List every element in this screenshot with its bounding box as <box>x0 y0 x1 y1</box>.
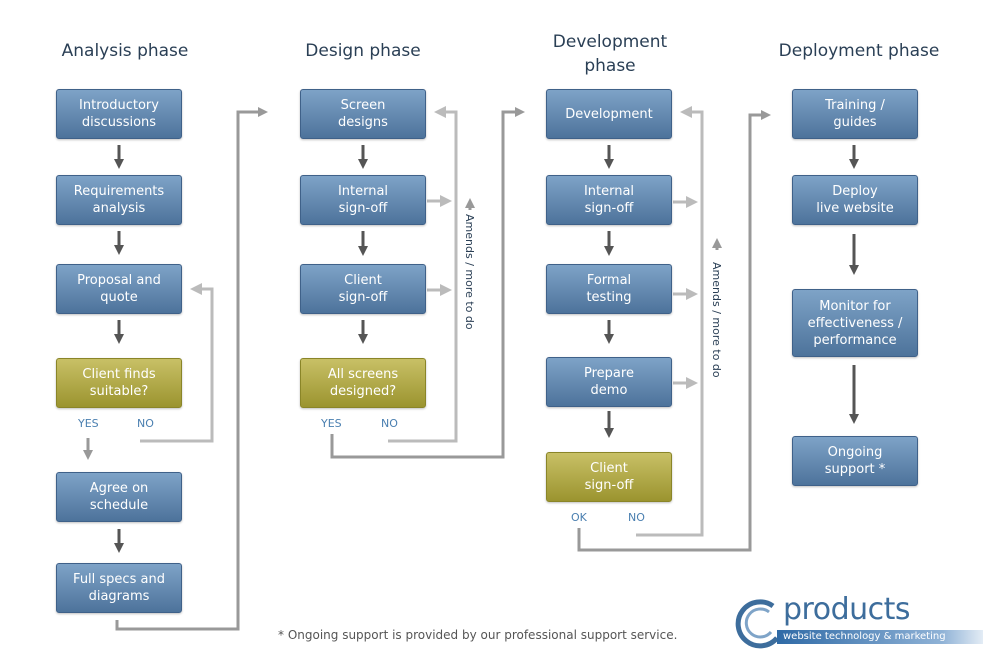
box-dev-internal-sign-off: Internal sign-off <box>546 175 672 225</box>
connector-development-to-deployment <box>577 110 771 552</box>
phase-title-deployment: Deployment phase <box>778 41 940 61</box>
box-ongoing-support: Ongoing support * <box>792 436 918 486</box>
box-full-specs-and-diagrams: Full specs and diagrams <box>56 563 182 613</box>
box-all-screens-designed: All screens designed? <box>300 358 426 408</box>
box-dev-client-sign-off: Client sign-off <box>546 452 672 502</box>
label-dev-ok: OK <box>571 511 587 524</box>
phase-title-development: Development phase <box>552 32 668 76</box>
box-introductory-discussions: Introductory discussions <box>56 89 182 139</box>
logo-swirl-icon <box>735 599 779 649</box>
box-training-guides: Training / guides <box>792 89 918 139</box>
box-proposal-and-quote: Proposal and quote <box>56 264 182 314</box>
connector-design-to-development <box>330 107 525 459</box>
box-client-finds-suitable: Client finds suitable? <box>56 358 182 408</box>
logo-wordmark: products <box>783 592 911 627</box>
phase-title-design: Design phase <box>305 41 421 61</box>
logo-tagline: website technology & marketing <box>783 631 946 642</box>
loop-no-to-proposal <box>140 283 214 443</box>
box-design-client-sign-off: Client sign-off <box>300 264 426 314</box>
design-amends-loop <box>388 106 458 443</box>
box-deploy-live-website: Deploy live website <box>792 175 918 225</box>
label-design-no: NO <box>381 417 398 430</box>
label-design-amends: Amends / more to do <box>463 214 476 330</box>
box-agree-on-schedule: Agree on schedule <box>56 472 182 522</box>
label-design-yes: YES <box>321 417 342 430</box>
footnote: * Ongoing support is provided by our pro… <box>278 628 678 642</box>
label-analysis-yes: YES <box>78 417 99 430</box>
box-design-internal-sign-off: Internal sign-off <box>300 175 426 225</box>
logo-tagline-bar <box>777 630 983 644</box>
box-screen-designs: Screen designs <box>300 89 426 139</box>
development-amends-loop <box>636 106 704 537</box>
box-prepare-demo: Prepare demo <box>546 357 672 407</box>
label-analysis-no: NO <box>137 417 154 430</box>
connector-analysis-to-design <box>115 107 268 631</box>
box-monitor-effectiveness: Monitor for effectiveness / performance <box>792 289 918 357</box>
label-development-amends: Amends / more to do <box>710 262 723 378</box>
label-dev-no: NO <box>628 511 645 524</box>
box-development: Development <box>546 89 672 139</box>
box-requirements-analysis: Requirements analysis <box>56 175 182 225</box>
company-logo: products website technology & marketing <box>733 592 983 650</box>
phase-title-analysis: Analysis phase <box>61 41 189 61</box>
box-formal-testing: Formal testing <box>546 264 672 314</box>
